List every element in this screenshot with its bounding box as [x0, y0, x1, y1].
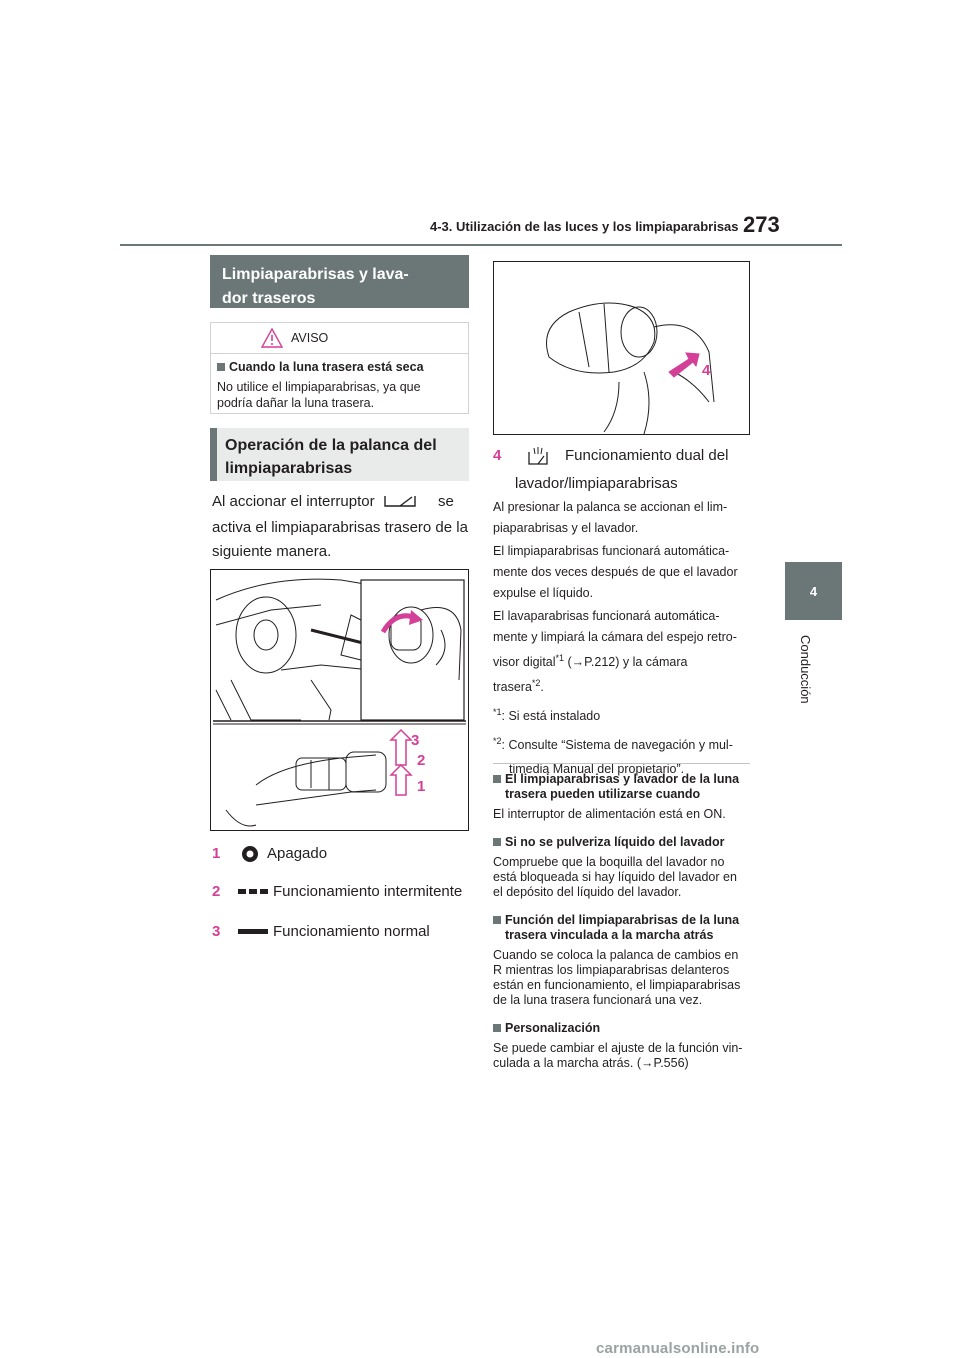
dashboard-lever-illustration	[213, 578, 466, 827]
normal-icon	[238, 929, 268, 934]
off-icon	[242, 846, 258, 862]
note1-body-l1: El interruptor de alimentación está en O…	[493, 807, 726, 821]
washer-figure: 4	[493, 261, 750, 435]
item4-p3-l3b: (→P.212) y la cámara	[564, 655, 688, 670]
header-rule	[120, 244, 842, 246]
intro-paragraph: Al accionar el interruptor se activa el …	[212, 490, 472, 564]
note2-body-l1: Compruebe que la boquilla del lavador no	[493, 855, 725, 869]
position-item-3: 3 Funcionamiento normal	[212, 920, 472, 944]
position-number-1: 1	[212, 845, 221, 862]
item4-p2-l1: El limpiaparabrisas funcionará automátic…	[493, 544, 730, 558]
square-bullet-icon	[217, 363, 225, 371]
intro-line1a: Al accionar el interruptor	[212, 493, 375, 510]
section-heading-line2: dor traseros	[222, 290, 316, 307]
intro-line1b: se	[438, 493, 454, 510]
position-number-2: 2	[212, 883, 221, 900]
position-item-1: 1 Apagado	[212, 842, 472, 866]
intermittent-icon	[238, 889, 268, 894]
footnote-mark-1: *1	[493, 707, 502, 718]
note2-heading-l1: Si no se pulveriza líquido del lavador	[505, 835, 725, 849]
position-label-3: Funcionamiento normal	[273, 923, 430, 940]
item4-p3-l4a: trasera	[493, 680, 532, 695]
aviso-text-line2: podría dañar la luna trasera.	[217, 396, 375, 410]
footnote-text-2-l2: timedia Manual del propietario”.	[509, 761, 685, 776]
item4-p2-l2: mente dos veces después de que el lavado…	[493, 565, 738, 579]
footnote-mark-2: *2	[493, 736, 502, 747]
footnote-ref-2: *2	[531, 678, 541, 689]
item4-p1-l1: Al presionar la palanca se accionan el l…	[493, 500, 728, 514]
washer-wiper-icon	[528, 447, 548, 465]
item4-p3-l1: El lavaparabrisas funcionará automática-	[493, 609, 720, 623]
note2-body-l3: el depósito del líquido del lavador.	[493, 885, 682, 899]
subsection-heading-line1: Operación de la palanca del	[225, 437, 437, 454]
item4-description: Al presionar la palanca se accionan el l…	[493, 497, 755, 780]
subsection-heading: Operación de la palanca del limpiaparabr…	[210, 428, 469, 481]
item4-label-line2: lavador/limpiaparabrisas	[515, 475, 678, 492]
page-number: 273	[743, 212, 780, 237]
note1-heading-l1: El limpiaparabrisas y lavador de la luna	[505, 772, 740, 786]
note1-heading-l2: trasera pueden utilizarse cuando	[505, 787, 701, 801]
item4-p3-l3a: visor digital	[493, 655, 556, 670]
footnote-ref-1: *1	[555, 653, 565, 663]
position-label-2: Funcionamiento intermitente	[273, 883, 463, 900]
note3-heading-l1: Función del limpiaparabrisas de la luna	[505, 913, 740, 927]
aviso-label: AVISO	[291, 331, 329, 345]
wiper-lever-figure: 3 2 1	[210, 569, 469, 831]
section-heading: Limpiaparabrisas y lava- dor traseros	[210, 255, 469, 308]
figure-label-3: 3	[411, 732, 420, 749]
note3-heading-l2: trasera vinculada a la marcha atrás	[505, 928, 714, 942]
note4-body-l1: Se puede cambiar el ajuste de la función…	[493, 1041, 743, 1055]
figure-label-4: 4	[702, 362, 711, 379]
watermark: carmanualsonline.info	[596, 1340, 760, 1357]
figure-label-1: 1	[417, 778, 426, 795]
square-bullet-icon	[493, 838, 501, 846]
item4-p2-l3: expulse el líquido.	[493, 586, 594, 600]
square-bullet-icon	[493, 1024, 501, 1032]
chapter-tab: 4	[785, 562, 842, 620]
aviso-box: AVISO Cuando la luna trasera está seca N…	[210, 322, 469, 414]
item4-number: 4	[493, 447, 502, 464]
intro-line2: activa el limpiaparabrisas trasero de la	[212, 519, 468, 536]
position-label-1: Apagado	[267, 845, 328, 862]
position-item-2: 2 Funcionamiento intermitente	[212, 880, 472, 904]
notes: El limpiaparabrisas y lavador de la luna…	[493, 772, 755, 1071]
rear-wiper-icon	[384, 496, 416, 507]
section-heading-line1: Limpiaparabrisas y lava-	[222, 266, 409, 283]
note3-body-l2: R mientras los limpiaparabrisas delanter…	[493, 963, 730, 977]
notes-divider	[493, 763, 750, 764]
chapter-header-title: 4-3. Utilización de las luces y los limp…	[430, 219, 739, 234]
subsection-heading-line2: limpiaparabrisas	[225, 460, 353, 477]
square-bullet-icon	[493, 775, 501, 783]
item4-p3-l2: mente y limpiará la cámara del espejo re…	[493, 630, 737, 644]
intro-line3: siguiente manera.	[212, 543, 332, 560]
position-number-3: 3	[212, 923, 221, 940]
lever-push-illustration	[546, 302, 715, 435]
aviso-text-line1: No utilice el limpiaparabrisas, ya que	[217, 380, 421, 394]
note3-body-l1: Cuando se coloca la palanca de cambios e…	[493, 948, 739, 962]
item4: 4 Funcionamiento dual del lavador/limpia…	[493, 444, 753, 496]
item4-label-line1: Funcionamiento dual del	[565, 447, 729, 464]
aviso-header: AVISO	[211, 323, 468, 354]
note4-body-l2: culada a la marcha atrás. (→P.556)	[493, 1056, 689, 1070]
figure-label-2: 2	[417, 752, 426, 769]
warning-icon	[261, 328, 283, 348]
note4-heading-l1: Personalización	[505, 1021, 601, 1035]
footnote-text-1: : Si está instalado	[501, 709, 601, 724]
note3-body-l4: de la luna trasera funcionará una vez.	[493, 993, 703, 1007]
note3-body-l3: están en funcionamiento, el limpiaparabr…	[493, 978, 741, 992]
item4-p3-l4b: .	[540, 680, 544, 695]
aviso-heading: Cuando la luna trasera está seca	[229, 360, 424, 374]
chapter-tab-label: Conducción	[798, 635, 813, 704]
square-bullet-icon	[493, 916, 501, 924]
item4-p1-l2: piaparabrisas y el lavador.	[493, 521, 639, 535]
footnote-text-2-l1: : Consulte “Sistema de navegación y mul-	[501, 738, 733, 753]
note2-body-l2: está bloqueada si hay líquido del lavado…	[493, 870, 737, 884]
